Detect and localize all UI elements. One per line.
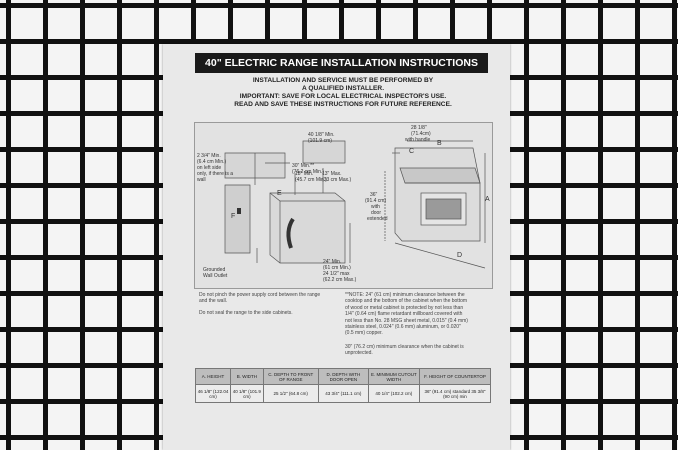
svg-text:18" Min.: 18" Min. <box>295 171 313 177</box>
table-header-cell: D. DEPTH WITH DOOR OPEN <box>317 368 369 385</box>
svg-text:30" Min.**: 30" Min.** <box>292 163 314 169</box>
svg-text:(45.7 cm Min.): (45.7 cm Min.) <box>295 177 327 183</box>
svg-text:24 1/2" max: 24 1/2" max <box>323 271 350 277</box>
svg-text:(91.4 cm): (91.4 cm) <box>365 198 386 204</box>
subtitle-line: A QUALIFIED INSTALLER. <box>301 85 385 92</box>
power-cord-note: Do not pinch the power supply cord betwe… <box>199 292 344 305</box>
note-line: not less than No. 28 MSG sheet metal, 0.… <box>345 317 468 324</box>
table-header-cell: B. WIDTH <box>230 368 264 385</box>
svg-text:(6.4 cm Min.): (6.4 cm Min.) <box>197 159 227 165</box>
table-header-cell: C. DEPTH TO FRONT OF RANGE <box>262 368 319 385</box>
table-cell: 43 3/4" (111.1 cm) <box>317 384 369 403</box>
svg-text:(61 cm Min.): (61 cm Min.) <box>323 265 351 271</box>
note-line: (0.5 mm) copper. <box>345 330 383 337</box>
table-header-cell: A. HEIGHT <box>194 368 232 385</box>
svg-text:with handle: with handle <box>405 137 431 143</box>
svg-text:(71.4cm): (71.4cm) <box>411 131 431 137</box>
svg-text:(76.2 cm Min.): (76.2 cm Min.) <box>292 169 324 175</box>
dimensions-table: A. HEIGHT B. WIDTH C. DEPTH TO FRONT OF … <box>194 368 492 403</box>
note-line: Do not pinch the power supply cord betwe… <box>199 292 321 298</box>
table-cell: 36" (91.4 cm) standard 35 3/8" (90 cm) m… <box>418 384 492 403</box>
svg-text:F: F <box>231 213 235 220</box>
svg-text:2 3/4" Min.: 2 3/4" Min. <box>197 153 221 159</box>
note-line: and the wall. <box>199 298 228 305</box>
svg-text:(62.2 cm Max.): (62.2 cm Max.) <box>323 277 357 283</box>
outlet-icon <box>237 208 241 214</box>
diagram-drawing: 40 1/8" Min. (101.9 cm) 30" Min.** (76.2… <box>197 125 490 283</box>
note-line: stainless steel, 0.024" (0.6 mm) aluminu… <box>345 324 461 331</box>
svg-text:only, if there is a: only, if there is a <box>197 171 233 177</box>
note-line: of wood or metal cabinet is protected by… <box>345 304 464 311</box>
svg-text:40 1/8" Min.: 40 1/8" Min. <box>308 132 335 138</box>
svg-text:28 1/8": 28 1/8" <box>411 125 427 131</box>
svg-text:door: door <box>371 210 381 216</box>
svg-text:36": 36" <box>370 192 378 198</box>
table-cell: 25 1/2" (64.8 cm) <box>262 384 319 403</box>
note-line: 30" (76.2 cm) minimum clearance when the… <box>345 344 464 350</box>
svg-text:E: E <box>277 190 282 197</box>
installation-diagram: 40 1/8" Min. (101.9 cm) 30" Min.** (76.2… <box>194 122 493 289</box>
svg-text:wall: wall <box>197 177 206 183</box>
subtitle-line: READ AND SAVE THESE INSTRUCTIONS FOR FUT… <box>234 101 452 108</box>
svg-text:13" Max.: 13" Max. <box>322 171 342 177</box>
svg-text:Wall Outlet: Wall Outlet <box>203 273 228 279</box>
svg-text:B: B <box>437 140 442 147</box>
table-row: 46 1/8" (122.04 cm) 40 1/8" (101.9 cm) 2… <box>194 384 492 403</box>
instruction-sheet: 40" ELECTRIC RANGE INSTALLATION INSTRUCT… <box>163 44 510 450</box>
note-line: **NOTE: 24" (61 cm) minimum clearance be… <box>345 292 465 298</box>
svg-text:Grounded: Grounded <box>203 267 225 273</box>
svg-text:on left side: on left side <box>197 165 221 171</box>
subtitle-line: IMPORTANT: SAVE FOR LOCAL ELECTRICAL INS… <box>239 93 447 100</box>
svg-text:D: D <box>457 252 462 259</box>
table-header-cell: E. MINIMUM CUTOUT WIDTH <box>367 368 420 385</box>
svg-text:extended: extended <box>367 216 388 222</box>
svg-text:24" Min.: 24" Min. <box>323 259 341 265</box>
note-line: cooktop and the bottom of the cabinet wh… <box>345 298 468 305</box>
page-title: 40" ELECTRIC RANGE INSTALLATION INSTRUCT… <box>195 53 488 73</box>
svg-text:(101.9 cm): (101.9 cm) <box>308 138 332 144</box>
svg-text:(33 cm Max.): (33 cm Max.) <box>322 177 352 183</box>
subtitle-line: INSTALLATION AND SERVICE MUST BE PERFORM… <box>252 77 434 84</box>
clearance-note: **NOTE: 24" (61 cm) minimum clearance be… <box>345 292 495 337</box>
unprotected-note: 30" (76.2 cm) minimum clearance when the… <box>345 344 495 357</box>
note-line: 1/4" (0.64 cm) flame retardant millboard… <box>345 311 463 318</box>
side-cabinet-note: Do not seal the range to the side cabine… <box>199 310 293 316</box>
table-cell: 40 1/4" (102.2 cm) <box>367 384 420 403</box>
table-cell: 46 1/8" (122.04 cm) <box>194 384 232 403</box>
svg-text:C: C <box>409 148 414 155</box>
table-header-row: A. HEIGHT B. WIDTH C. DEPTH TO FRONT OF … <box>194 368 492 385</box>
svg-text:with: with <box>371 204 380 210</box>
table-cell: 40 1/8" (101.9 cm) <box>230 384 264 403</box>
svg-text:A: A <box>485 196 490 203</box>
note-line: unprotected. <box>345 350 373 357</box>
table-header-cell: F. HEIGHT OF COUNTERTOP <box>418 368 492 385</box>
